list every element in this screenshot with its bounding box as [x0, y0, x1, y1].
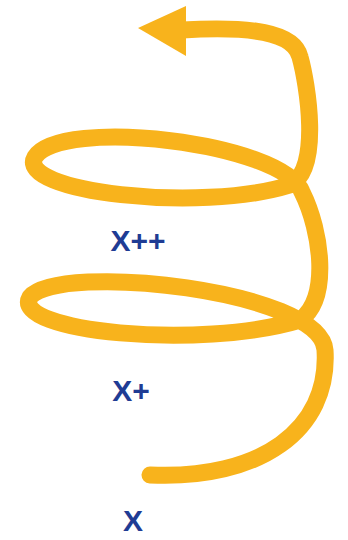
stage-label: X++: [110, 226, 165, 256]
stage-label: X: [123, 506, 143, 536]
spiral-path: [29, 29, 326, 475]
arrow-head: [138, 6, 186, 56]
stage-label: X+: [112, 376, 150, 406]
